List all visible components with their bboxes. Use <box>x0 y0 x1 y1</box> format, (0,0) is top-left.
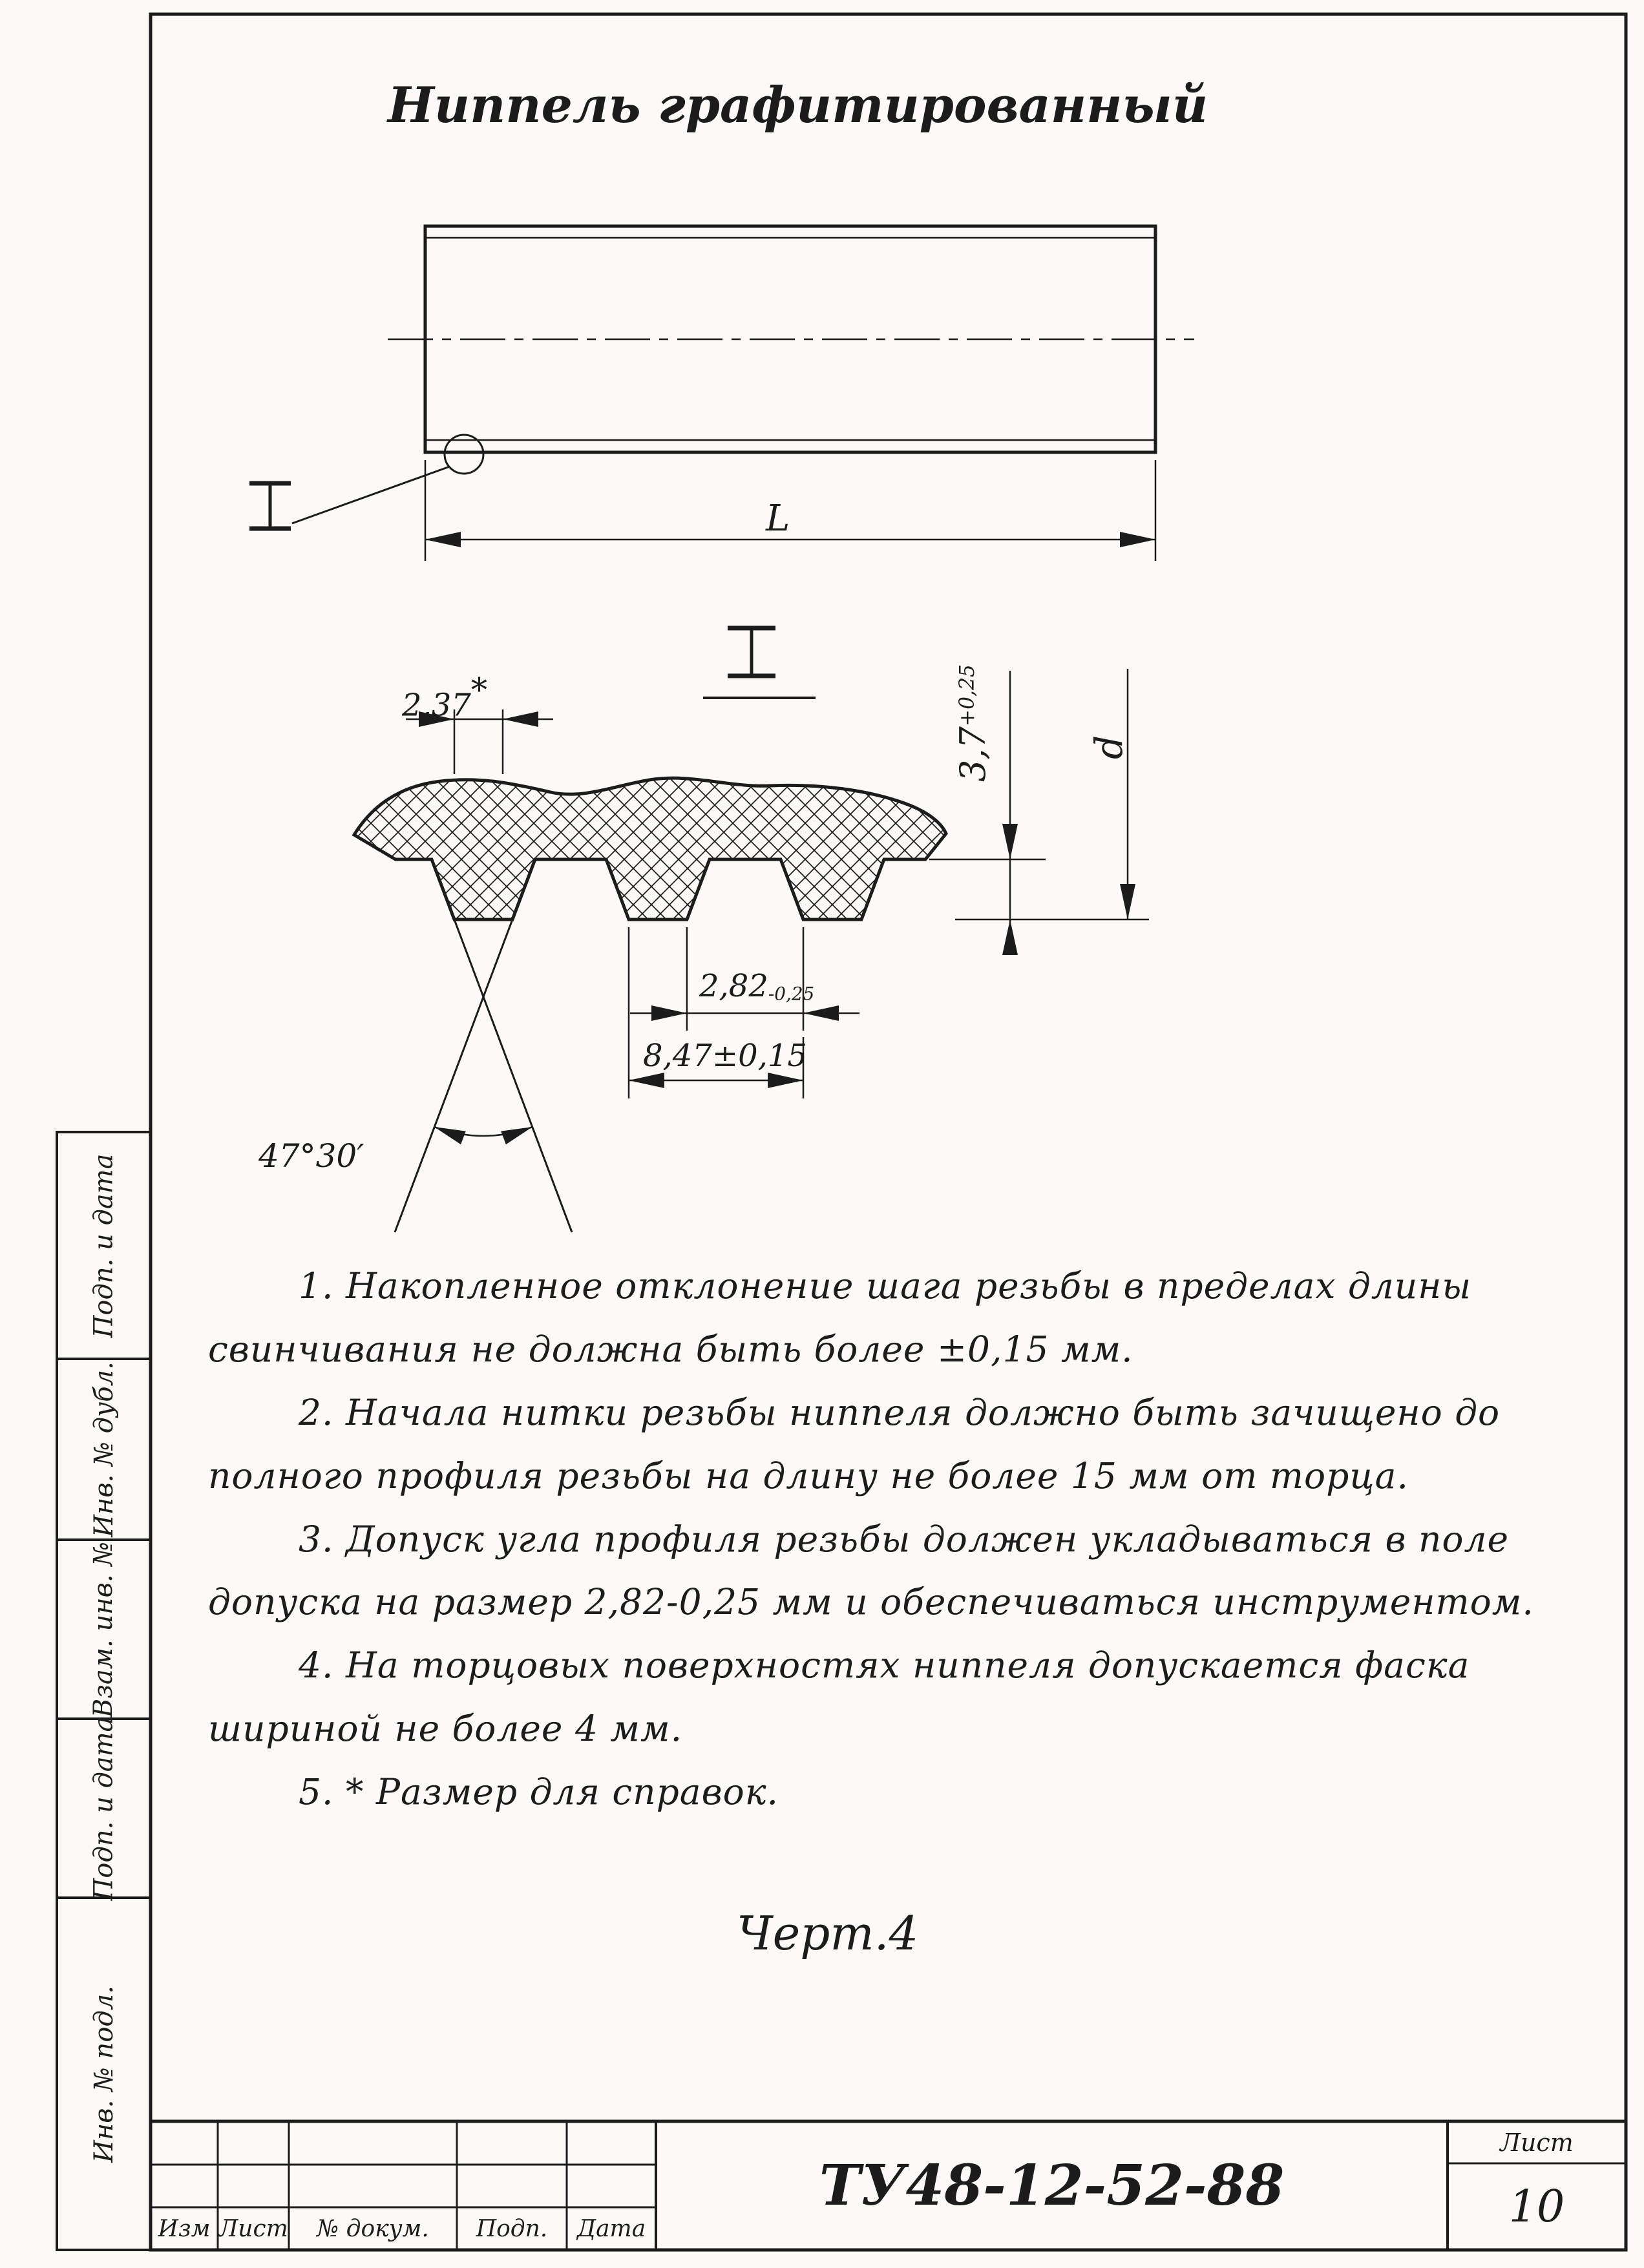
dimension-3-7 <box>929 671 1149 955</box>
side-box-inv-podl: Инв. № подл. <box>57 1898 151 2250</box>
section-mark-I-detail <box>703 625 816 699</box>
dimension-angle-47-30 <box>394 859 573 1233</box>
pitch-dimension-label: 8,47±0,15 <box>643 1038 807 1074</box>
sheet-number: 10 <box>1508 2181 1565 2232</box>
note-5: 5. * Размер для справок. <box>299 1771 779 1813</box>
dimension-d <box>1120 669 1135 919</box>
depth-tolerance: +0,25 <box>955 664 979 727</box>
main-view-nipple <box>291 224 1194 525</box>
side-box-label: Подп. и дата <box>89 1716 119 1900</box>
side-box-podp-data-1: Подп. и дата <box>57 1132 151 1359</box>
document-number: ТУ48-12-52-88 <box>819 2153 1285 2218</box>
thread-profile-section <box>352 776 948 921</box>
groove-dimension-label: 2,82-0,25 <box>699 968 814 1005</box>
note-2: 2. Начала нитки резьбы ниппеля должно бы… <box>208 1391 1501 1496</box>
note-4: 4. На торцовых поверхностях ниппеля допу… <box>208 1644 1470 1750</box>
title-block-lines <box>151 2119 1626 2250</box>
side-box-inv-dubl: Инв. № дубл. <box>57 1359 151 1540</box>
side-column-boxes <box>56 1131 152 2251</box>
section-mark-I-main <box>249 481 291 531</box>
dimension-8-47 <box>627 927 805 1098</box>
diameter-dimension-label: d <box>1087 735 1131 759</box>
pitch-ref-dimension-label: 2,37* <box>402 671 487 724</box>
dimension-2-37 <box>406 709 553 774</box>
side-box-label: Инв. № подл. <box>89 1985 119 2163</box>
footer-col-podp: Подп. <box>476 2215 548 2242</box>
depth-value: 3,7 <box>953 726 993 782</box>
note-3: 3. Допуск угла профиля резьбы должен укл… <box>208 1518 1534 1623</box>
depth-dimension-label: 3,7+0,25 <box>953 664 993 782</box>
footer-col-izm: Изм <box>158 2215 211 2242</box>
side-box-label: Взам. инв. № <box>89 1541 119 1717</box>
side-box-label: Инв. № дубл. <box>89 1361 119 1537</box>
dimension-2-82 <box>630 927 859 1031</box>
side-box-podp-data-2: Подп. и дата <box>57 1716 151 1900</box>
groove-value: 2,82 <box>699 968 768 1004</box>
groove-tolerance: -0,25 <box>768 983 815 1005</box>
sheet-word-label: Лист <box>1500 2128 1574 2157</box>
length-dimension-label: L <box>766 498 790 540</box>
reference-star: * <box>470 671 488 709</box>
detail-leader-line <box>291 465 450 525</box>
footer-col-list: Лист <box>218 2215 288 2242</box>
pitch-ref-value: 2,37 <box>402 687 471 724</box>
figure-caption: Черт.4 <box>737 1906 919 1960</box>
note-1: 1. Накопленное отклонение шага резьбы в … <box>208 1265 1472 1370</box>
technical-notes: 1. Накопленное отклонение шага резьбы в … <box>208 1255 1578 1824</box>
side-box-label: Подп. и дата <box>89 1153 119 1338</box>
footer-col-data: Дата <box>576 2215 646 2242</box>
side-box-vzam-inv: Взам. инв. № <box>57 1540 151 1719</box>
page-title: Ниппель графитированный <box>388 76 1208 134</box>
angle-dimension-label: 47°30′ <box>258 1137 364 1175</box>
footer-col-dokum: № докум. <box>317 2215 429 2242</box>
dimension-L <box>424 460 1157 561</box>
detail-callout-circle <box>443 434 485 475</box>
